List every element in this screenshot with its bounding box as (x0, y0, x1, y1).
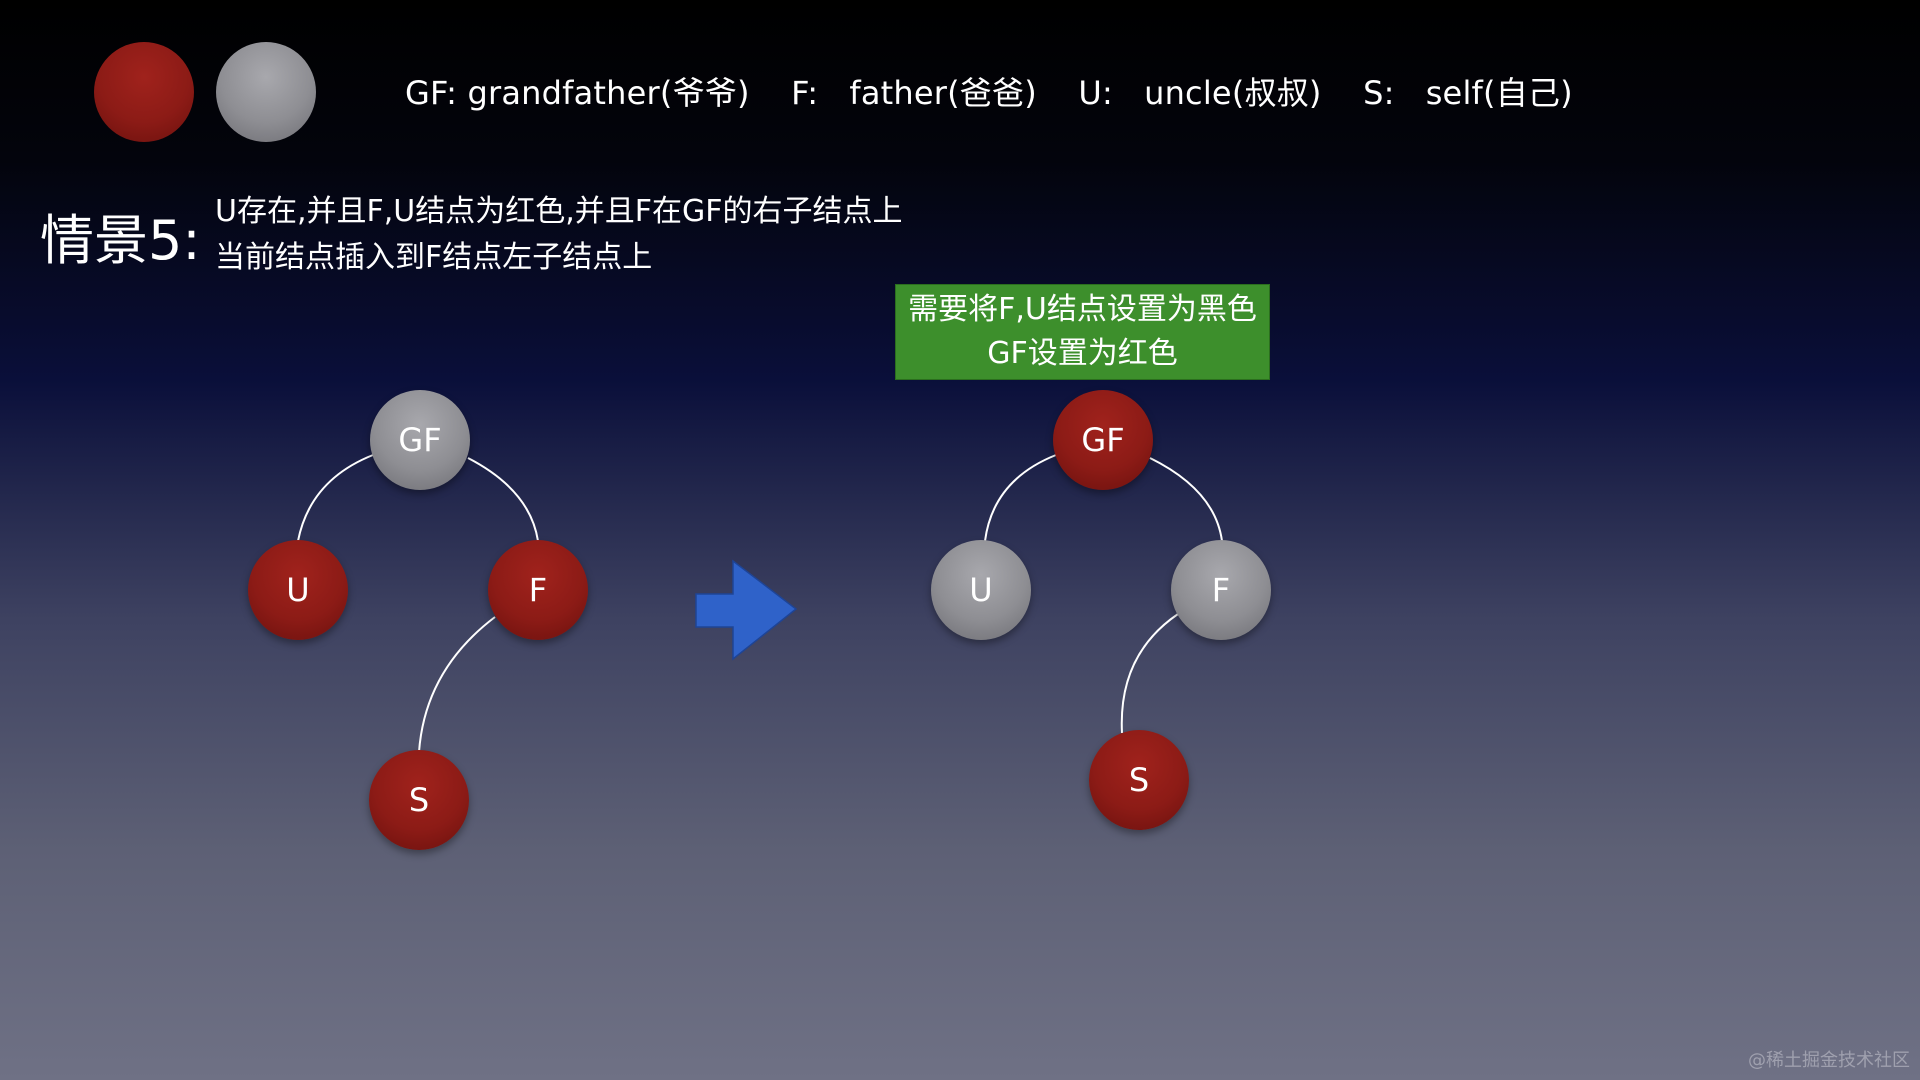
before-edge-gf-f (467, 457, 539, 542)
after-node-gf: GF (1053, 390, 1153, 490)
before-node-s: S (369, 750, 469, 850)
before-node-u: U (248, 540, 348, 640)
before-node-gf: GF (370, 390, 470, 490)
legend-red-swatch (94, 42, 194, 142)
scenario-line-1: U存在,并且F,U结点为红色,并且F在GF的右子结点上 (215, 194, 903, 229)
after-edge-gf-u (984, 454, 1057, 542)
legend-text: GF: grandfather(爷爷) F: father(爸爸) U: unc… (405, 74, 1573, 112)
after-node-s: S (1089, 730, 1189, 830)
before-node-f: F (488, 540, 588, 640)
before-edge-f-s (418, 616, 496, 753)
before-edge-gf-u (297, 454, 374, 542)
note-line-1: 需要将F,U结点设置为黑色 (908, 292, 1257, 327)
right-arrow-icon (695, 559, 798, 661)
legend-black-swatch (216, 42, 316, 142)
note-line-2: GF设置为红色 (987, 336, 1178, 371)
after-node-f: F (1171, 540, 1271, 640)
after-node-u: U (931, 540, 1031, 640)
after-edge-gf-f (1149, 457, 1223, 542)
watermark: @稀土掘金技术社区 (1748, 1050, 1910, 1071)
scenario-title: 情景5: (40, 209, 201, 272)
scenario-line-2: 当前结点插入到F结点左子结点上 (215, 240, 653, 275)
note-box: 需要将F,U结点设置为黑色 GF设置为红色 (895, 284, 1270, 380)
after-edge-f-s (1120, 613, 1179, 734)
